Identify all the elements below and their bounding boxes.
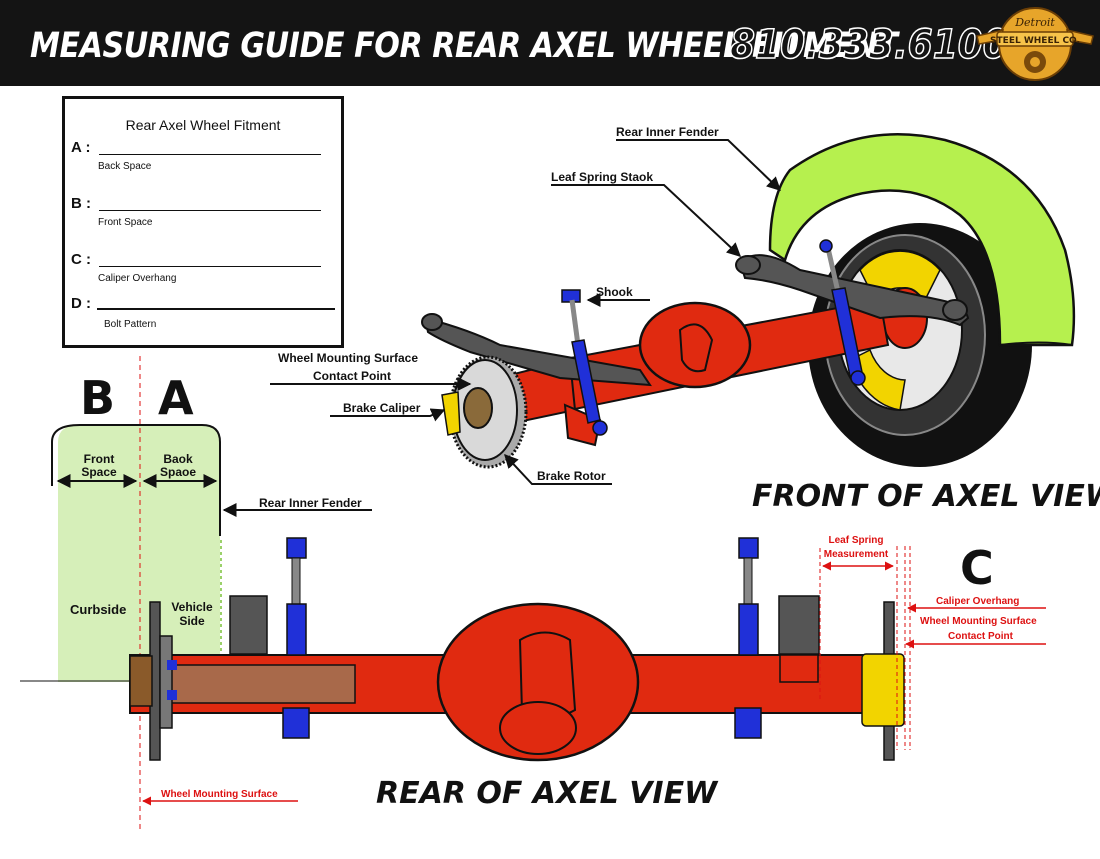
- letter-c: C: [960, 541, 994, 595]
- mount-contact-label: Wheel Mounting Surface: [920, 616, 1037, 627]
- front-view-heading: FRONT OF AXEL VIEW: [752, 479, 1100, 514]
- form-caption: Front Space: [98, 217, 153, 228]
- form-title: Rear Axel Wheel Fitment: [125, 117, 281, 133]
- label-shock: Shook: [596, 285, 633, 299]
- phone-number[interactable]: 810.333.6100: [729, 21, 1008, 69]
- form-caption: Caliper Overhang: [98, 273, 177, 284]
- form-letter: D :: [71, 295, 91, 312]
- form-input-line-c[interactable]: [99, 266, 321, 267]
- fitment-form: Rear Axel Wheel Fitment A : Back Space B…: [62, 96, 344, 348]
- form-caption: Back Space: [98, 161, 152, 172]
- right-brake-caliper: [861, 653, 905, 727]
- header-bar: MEASURING GUIDE FOR REAR AXEL WHEEL FITM…: [0, 0, 1100, 86]
- label-contact-point: Contact Point: [313, 369, 391, 383]
- leaf-spring-stack: [738, 254, 970, 327]
- rear-inner-fender: [768, 133, 1076, 347]
- form-row-d: D : Bolt Pattern: [71, 295, 335, 335]
- caliper-overhang-label: Caliper Overhang: [936, 596, 1019, 607]
- wheel-mounting-surface-label: Wheel Mounting Surface: [161, 789, 278, 800]
- right-rear-shock: [734, 537, 762, 739]
- label-brake-caliper: Brake Caliper: [343, 401, 421, 415]
- wheel-space-region: [58, 425, 220, 682]
- front-view-callouts: Rear Inner Fender Leaf Spring Staok Shoo…: [270, 125, 1100, 514]
- form-row-a: A : Back Space: [71, 139, 331, 179]
- form-caption: Bolt Pattern: [104, 319, 157, 330]
- brake-rotor: [448, 355, 528, 469]
- rear-inner-fender-label: Rear Inner Fender: [259, 496, 362, 510]
- form-row-c: C : Caliper Overhang: [71, 251, 331, 291]
- leaf-spring-measure-label: Leaf Spring: [828, 535, 883, 546]
- letter-a: A: [158, 371, 194, 425]
- front-space-label: Front: [84, 452, 115, 466]
- letter-b: B: [80, 371, 115, 425]
- form-letter: B :: [71, 195, 91, 212]
- form-input-line-a[interactable]: [99, 154, 321, 155]
- label-brake-rotor: Brake Rotor: [537, 469, 606, 483]
- logo-script-text: Detroit: [1014, 16, 1055, 29]
- brake-caliper: [441, 391, 461, 436]
- back-space-label-2: Spaoe: [160, 465, 196, 479]
- curbside-label: Curbside: [70, 602, 126, 617]
- left-hub: [129, 655, 153, 707]
- front-axle-view: [421, 133, 1076, 469]
- label-mounting-surface: Wheel Mounting Surface: [278, 351, 418, 365]
- rear-view-heading: REAR OF AXEL VIEW: [376, 776, 719, 811]
- front-shock: [561, 289, 608, 436]
- label-leaf-spring: Leaf Spring Staok: [551, 170, 653, 184]
- form-row-b: B : Front Space: [71, 195, 331, 235]
- leaf-spring-measure-label-2: Measurement: [824, 549, 889, 560]
- right-spring-pad: [778, 595, 820, 655]
- form-letter: A :: [71, 139, 91, 156]
- back-space-label: Baok: [163, 452, 193, 466]
- label-inner-fender: Rear Inner Fender: [616, 125, 719, 139]
- vehicle-side-label: Vehicle: [171, 600, 213, 614]
- rear-shock: [819, 239, 866, 386]
- rear-axle-view: B A Front Space Baok Spaoe Rear Inner Fe…: [20, 356, 1046, 830]
- form-letter: C :: [71, 251, 91, 268]
- front-space-label-2: Space: [81, 465, 117, 479]
- form-input-line-d[interactable]: [97, 308, 335, 310]
- left-spring-pad: [229, 595, 268, 655]
- company-logo: Detroit STEEL WHEEL CO.: [976, 7, 1094, 81]
- logo-main-text: STEEL WHEEL CO.: [990, 36, 1080, 46]
- mount-contact-label-2: Contact Point: [948, 631, 1014, 642]
- vehicle-side-label-2: Side: [179, 614, 205, 628]
- page-title: MEASURING GUIDE FOR REAR AXEL WHEEL FITM…: [30, 26, 898, 66]
- form-input-line-b[interactable]: [99, 210, 321, 211]
- left-rear-shock: [282, 537, 310, 739]
